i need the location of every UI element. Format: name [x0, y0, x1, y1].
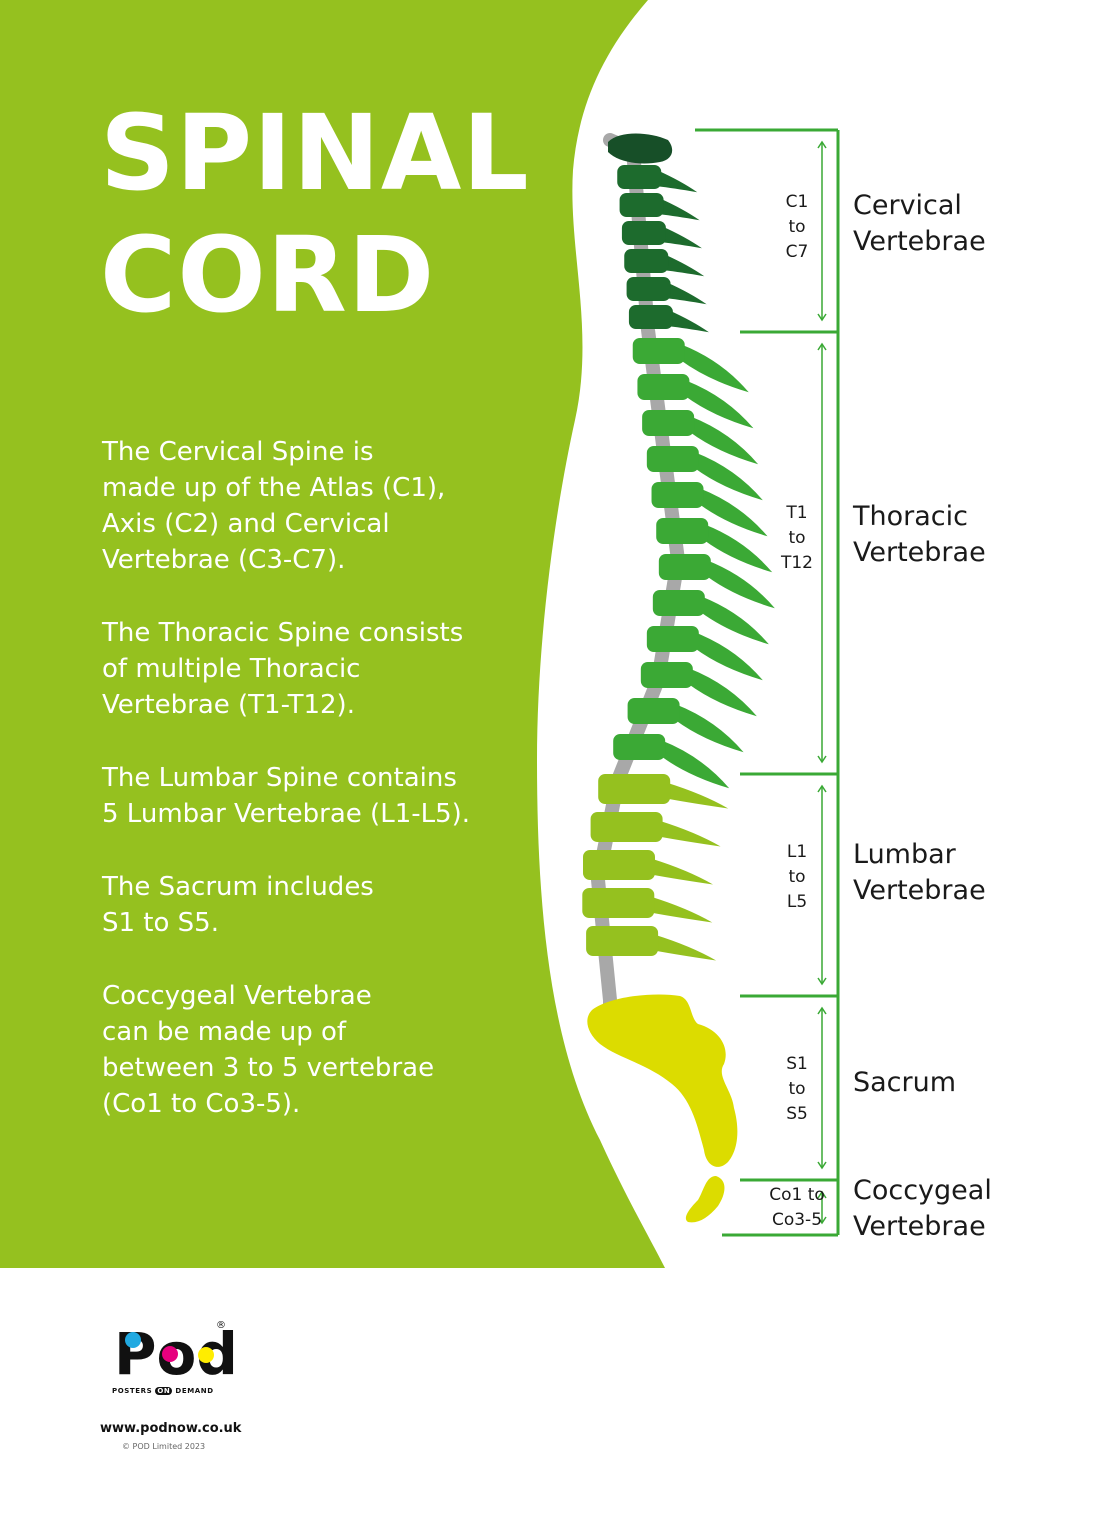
pod-tagline: POSTERS ON DEMAND	[112, 1387, 222, 1395]
sacrum-range: S1 to S5	[786, 1054, 808, 1124]
spinous-processes	[650, 170, 775, 961]
range-arrow-head-up-2	[817, 342, 827, 351]
pod-logo-yellow-dot	[198, 1347, 214, 1363]
cervical-process-1	[657, 170, 698, 193]
coccyx-shape	[685, 1176, 725, 1223]
thoracic-process-8	[700, 596, 769, 645]
cervical-vertebra-2	[619, 193, 664, 217]
thoracic-vertebra-8	[652, 590, 705, 616]
cervical-process-5	[666, 282, 707, 305]
thoracic-process-12	[661, 740, 730, 789]
thoracic-vertebra-7	[658, 554, 711, 580]
cervical-vertebra-6	[628, 305, 673, 329]
registered-mark: ®	[216, 1320, 226, 1331]
lumbar-label: Lumbar Vertebrae	[853, 839, 986, 906]
thoracic-process-2	[685, 380, 754, 429]
thoracic-process-4	[694, 452, 763, 501]
thoracic-process-5	[699, 488, 768, 537]
lumbar-process-1	[666, 782, 729, 809]
title-line-2: CORD	[100, 214, 436, 336]
cervical-process-4	[664, 254, 705, 277]
range-arrow-head-down-5	[817, 1216, 827, 1225]
intro-text: The Cervical Spine is made up of the Atl…	[102, 434, 542, 1159]
thoracic-description: The Thoracic Spine consists of multiple …	[102, 618, 464, 720]
range-arrow-head-up-3	[817, 784, 827, 793]
thoracic-vertebra-10	[640, 662, 693, 688]
cervical-vertebra-5	[626, 277, 671, 301]
range-arrow-head-up-5	[817, 1190, 827, 1199]
thoracic-vertebra-2	[637, 374, 690, 400]
cervical-vertebra-4	[624, 249, 669, 273]
coccygeal-label: Coccygeal Vertebrae	[853, 1175, 992, 1242]
lumbar-process-2	[658, 820, 721, 847]
thoracic-vertebra-1	[632, 338, 685, 364]
thoracic-vertebra-4	[646, 446, 699, 472]
pod-logo: Pod ®	[114, 1320, 238, 1388]
website-link[interactable]: www.podnow.co.uk	[100, 1421, 242, 1436]
thoracic-vertebra-12	[613, 734, 666, 760]
lumbar-vertebra-5	[586, 926, 659, 956]
cervical-process-2	[659, 198, 700, 221]
thoracic-vertebra-3	[642, 410, 695, 436]
lumbar-process-4	[650, 896, 713, 923]
cervical-vertebra-1	[617, 165, 662, 189]
cervical-vertebra-3	[621, 221, 666, 245]
sacrum-description: The Sacrum includes S1 to S5.	[102, 872, 374, 938]
thoracic-vertebra-9	[646, 626, 699, 652]
coccygeal-range: Co1 to Co3-5	[769, 1185, 825, 1230]
sacrum-label: Sacrum	[853, 1067, 957, 1098]
lumbar-vertebra-4	[582, 888, 655, 918]
thoracic-vertebra-6	[656, 518, 709, 544]
page-title: SPINAL CORD	[100, 92, 530, 336]
cervical-description: The Cervical Spine is made up of the Atl…	[102, 437, 446, 575]
cervical-process-6	[668, 310, 709, 333]
pod-logo-magenta-dot	[162, 1346, 178, 1362]
cervical-process-3	[661, 226, 702, 249]
cervical-label: Cervical Vertebrae	[853, 190, 986, 257]
thoracic-vertebra-5	[651, 482, 704, 508]
range-arrow-head-down-1	[817, 313, 827, 322]
lumbar-process-5	[654, 934, 717, 961]
vertebral-bodies	[582, 133, 711, 956]
copyright-text: © POD Limited 2023	[122, 1442, 206, 1451]
tagline-posters: POSTERS	[112, 1387, 153, 1395]
lumbar-process-3	[651, 858, 713, 885]
coccygeal-description: Coccygeal Vertebrae can be made up of be…	[102, 981, 435, 1119]
range-arrow-head-up-1	[817, 140, 827, 149]
range-arrow-head-up-4	[817, 1006, 827, 1015]
lumbar-description: The Lumbar Spine contains 5 Lumbar Verte…	[102, 763, 471, 829]
green-panel	[0, 0, 665, 1268]
range-arrow-head-down-3	[817, 977, 827, 986]
lumbar-vertebra-2	[590, 812, 663, 842]
thoracic-label: Thoracic Vertebrae	[853, 501, 986, 568]
thoracic-process-6	[704, 524, 773, 573]
thoracic-process-10	[688, 668, 757, 717]
thoracic-process-1	[680, 344, 749, 393]
thoracic-process-3	[690, 416, 759, 465]
tagline-demand: DEMAND	[175, 1387, 214, 1395]
sacrum-shape	[587, 994, 738, 1167]
lumbar-vertebra-1	[598, 774, 671, 804]
range-arrow-head-down-2	[817, 755, 827, 764]
title-line-1: SPINAL	[100, 92, 530, 214]
atlas-vertebra	[608, 133, 673, 164]
lumbar-range: L1 to L5	[786, 842, 808, 912]
cervical-range: C1 to C7	[785, 192, 809, 262]
range-arrow-head-down-4	[817, 1161, 827, 1170]
thoracic-process-9	[694, 632, 763, 681]
pod-logo-cyan-dot	[125, 1332, 141, 1348]
thoracic-range: T1 to T12	[780, 503, 814, 573]
tagline-on: ON	[155, 1387, 173, 1395]
thoracic-process-11	[675, 704, 744, 753]
thoracic-process-7	[706, 560, 775, 609]
lumbar-vertebra-3	[583, 850, 655, 880]
thoracic-vertebra-11	[627, 698, 680, 724]
